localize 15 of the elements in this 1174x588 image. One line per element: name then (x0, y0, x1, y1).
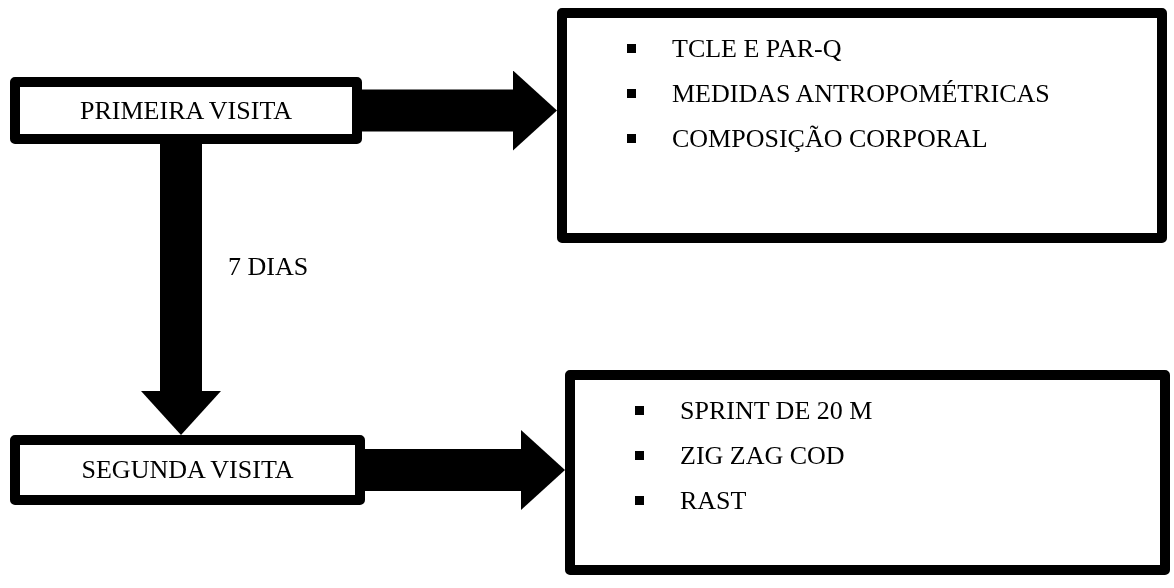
list-item-text: RAST (680, 486, 747, 515)
list-item-text: MEDIDAS ANTROPOMÉTRICAS (672, 79, 1050, 108)
process-box (565, 370, 1170, 575)
list-item-text: TCLE E PAR-Q (672, 34, 842, 63)
box-label: SEGUNDA VISITA (81, 455, 294, 485)
process-box (10, 435, 365, 505)
list-item-text: COMPOSIÇÃO CORPORAL (672, 124, 988, 153)
block-arrow (365, 430, 565, 510)
process-box (557, 8, 1167, 243)
block-arrow (141, 144, 221, 435)
box-label: PRIMEIRA VISITA (80, 95, 292, 126)
list-item-text: ZIG ZAG COD (680, 441, 845, 470)
process-box (10, 77, 362, 144)
block-arrow (362, 70, 557, 151)
list-item-text: SPRINT DE 20 M (680, 396, 873, 425)
